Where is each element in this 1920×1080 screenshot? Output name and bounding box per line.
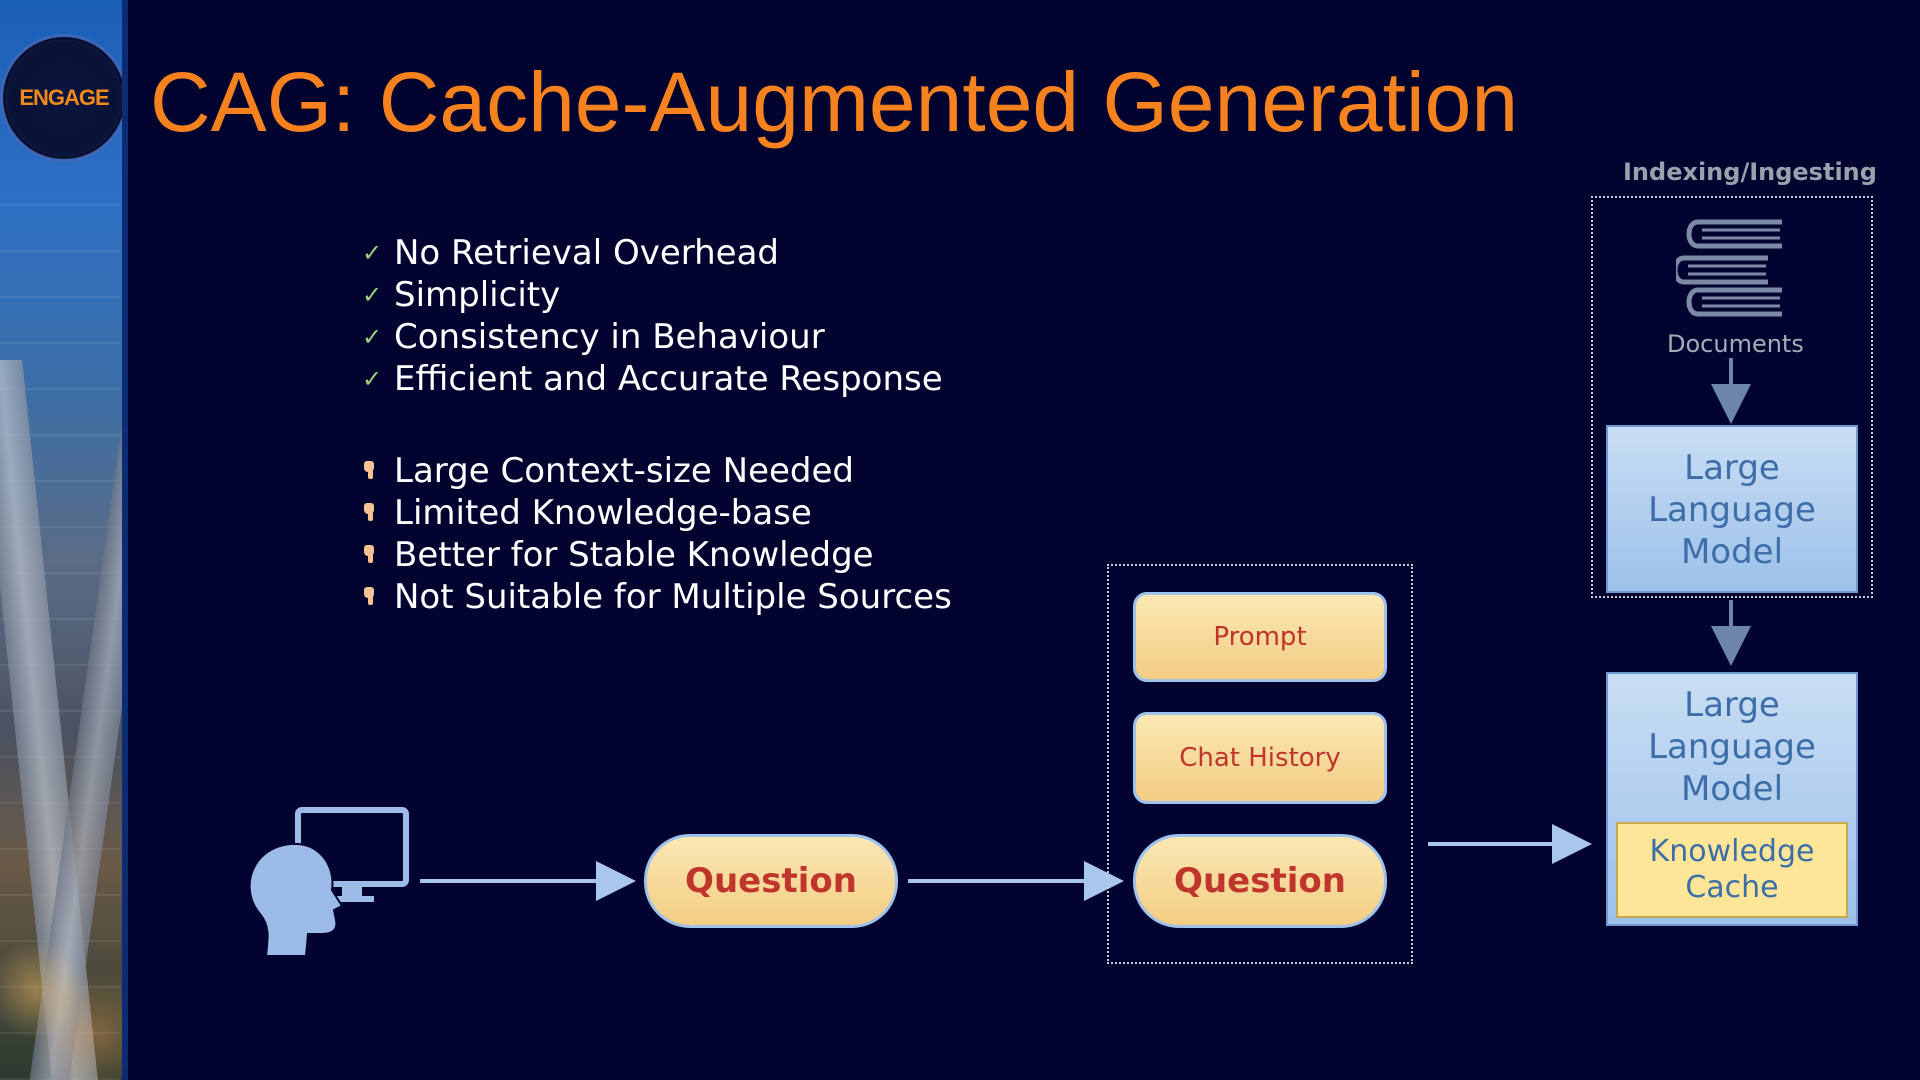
thumbs-down-icon: [362, 587, 380, 605]
advantage-text: Simplicity: [394, 275, 561, 315]
llm-top-line: Language: [1648, 490, 1816, 530]
advantages-list: ✓ No Retrieval Overhead ✓ Simplicity ✓ Cons…: [362, 232, 943, 400]
disadvantage-text: Large Context-size Needed: [394, 451, 855, 491]
disadvantage-item: Not Suitable for Multiple Sources: [362, 576, 952, 618]
llm-top-line: Model: [1680, 532, 1784, 572]
thumbs-down-icon: [362, 461, 380, 479]
disadvantage-text: Better for Stable Knowledge: [394, 535, 874, 575]
check-icon: ✓: [362, 323, 383, 351]
check-icon: ✓: [362, 239, 383, 267]
advantage-item: ✓ Efficient and Accurate Response: [362, 358, 943, 400]
documents-label: Documents: [1667, 330, 1804, 358]
llm-box-top: Large Language Model: [1606, 425, 1858, 593]
advantage-item: ✓ Consistency in Behaviour: [362, 316, 943, 358]
advantage-text: Efficient and Accurate Response: [394, 359, 943, 399]
knowledge-cache-box: Knowledge Cache: [1616, 822, 1848, 918]
question-pill-context: Question: [1133, 834, 1387, 928]
check-icon: ✓: [362, 281, 383, 309]
engage-logo: ENGAGE: [6, 40, 122, 156]
thumbs-down-icon: [362, 545, 380, 563]
knowledge-cache-line: Cache: [1685, 870, 1779, 905]
disadvantage-item: Limited Knowledge-base: [362, 492, 952, 534]
llm-top-line: Large: [1684, 448, 1780, 488]
thumbs-down-icon: [362, 503, 380, 521]
disadvantages-list: Large Context-size Needed Limited Knowle…: [362, 450, 952, 618]
prompt-box: Prompt: [1133, 592, 1387, 682]
sidebar-lights: [0, 930, 122, 1080]
user-computer-icon: [248, 807, 409, 956]
documents-icon: [1676, 219, 1782, 317]
check-icon: ✓: [362, 365, 383, 393]
advantage-text: No Retrieval Overhead: [394, 233, 780, 273]
indexing-group: [1591, 196, 1873, 598]
advantage-item: ✓ No Retrieval Overhead: [362, 232, 943, 274]
llm-bottom-line: Language: [1648, 727, 1816, 767]
context-group: [1107, 564, 1413, 964]
disadvantage-item: Large Context-size Needed: [362, 450, 952, 492]
disadvantage-text: Not Suitable for Multiple Sources: [394, 577, 952, 617]
disadvantage-text: Limited Knowledge-base: [394, 493, 812, 533]
advantage-item: ✓ Simplicity: [362, 274, 943, 316]
sidebar-image: ENGAGE: [0, 0, 128, 1080]
advantage-text: Consistency in Behaviour: [394, 317, 825, 357]
llm-bottom-line: Large: [1684, 685, 1780, 725]
slide-title: CAG: Cache-Augmented Generation: [150, 55, 1519, 149]
knowledge-cache-line: Knowledge: [1649, 834, 1815, 869]
logo-text: ENGAGE: [19, 85, 109, 110]
indexing-label: Indexing/Ingesting: [1623, 158, 1877, 186]
disadvantage-item: Better for Stable Knowledge: [362, 534, 952, 576]
llm-bottom-line: Model: [1680, 769, 1784, 809]
chat-history-box: Chat History: [1133, 712, 1387, 804]
question-pill: Question: [644, 834, 898, 928]
